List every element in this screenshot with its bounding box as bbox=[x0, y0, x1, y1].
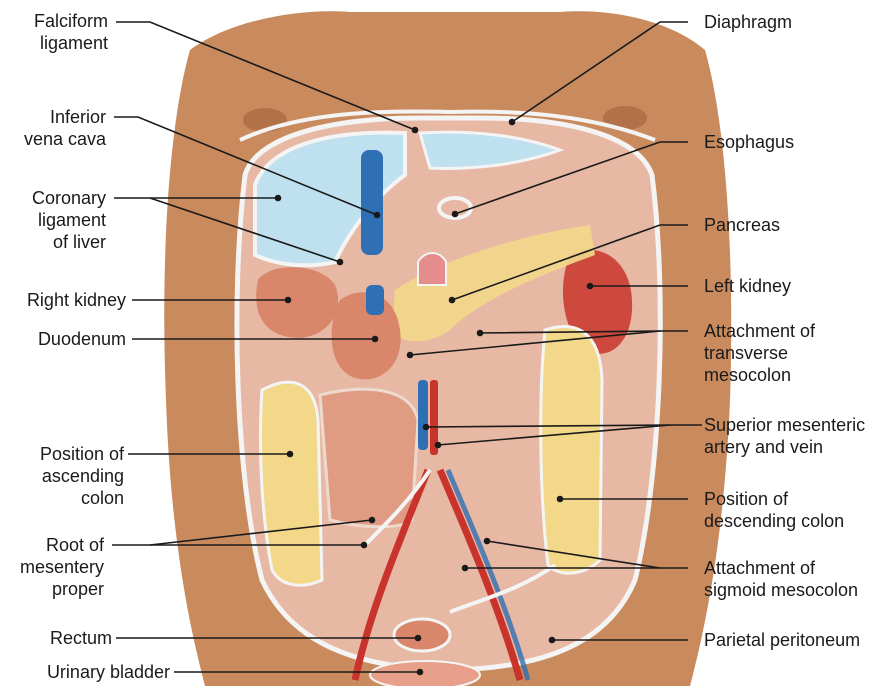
label-right-kidney: Right kidney bbox=[27, 289, 126, 311]
urinary-bladder-shape bbox=[370, 661, 480, 686]
aorta-stump bbox=[418, 253, 446, 285]
dot-falciform bbox=[413, 128, 418, 133]
label-duodenum: Duodenum bbox=[38, 328, 126, 350]
label-rectum: Rectum bbox=[50, 627, 112, 649]
label-sigmoid-mesocolon: Attachment of sigmoid mesocolon bbox=[704, 557, 858, 601]
inferior-vena-cava-shape bbox=[361, 150, 383, 255]
label-inferior-vena-cava: Inferior vena cava bbox=[24, 106, 106, 150]
label-esophagus: Esophagus bbox=[704, 131, 794, 153]
right-kidney-shape bbox=[256, 267, 338, 338]
label-pancreas: Pancreas bbox=[704, 214, 780, 236]
label-root-of-mesentery: Root of mesentery proper bbox=[20, 534, 104, 600]
ascending-colon-area bbox=[260, 382, 322, 585]
label-parietal-peritoneum: Parietal peritoneum bbox=[704, 629, 860, 651]
label-urinary-bladder: Urinary bladder bbox=[47, 661, 170, 683]
descending-colon-area bbox=[541, 327, 602, 574]
label-descending-colon: Position of descending colon bbox=[704, 488, 844, 532]
superior-mesenteric-vein bbox=[418, 380, 428, 450]
label-coronary-ligament: Coronary ligament of liver bbox=[32, 187, 106, 253]
ivc-lower bbox=[366, 285, 384, 315]
label-superior-mesenteric: Superior mesenteric artery and vein bbox=[704, 414, 865, 458]
label-transverse-mesocolon: Attachment of transverse mesocolon bbox=[704, 320, 815, 386]
rectum-shape bbox=[394, 619, 450, 651]
label-falciform-ligament: Falciform ligament bbox=[34, 10, 108, 54]
label-left-kidney: Left kidney bbox=[704, 275, 791, 297]
label-diaphragm: Diaphragm bbox=[704, 11, 792, 33]
label-ascending-colon: Position of ascending colon bbox=[40, 443, 124, 509]
